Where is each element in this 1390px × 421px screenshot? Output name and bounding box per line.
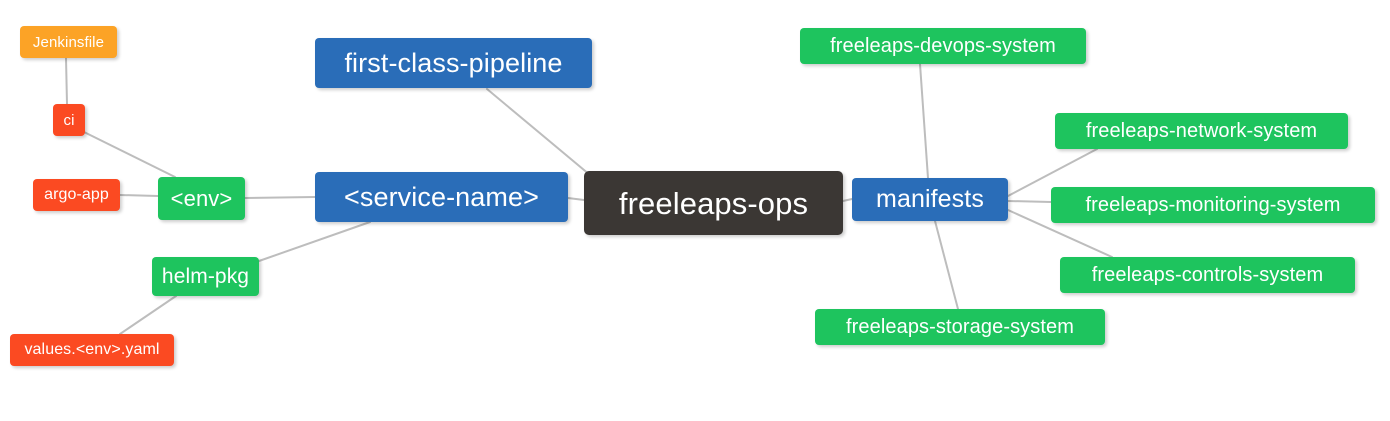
node-jenkinsfile[interactable]: Jenkinsfile	[20, 26, 117, 58]
edge-env-to-argo-app	[119, 194, 159, 197]
edge-freeleaps-ops-to-manifests	[842, 198, 853, 202]
node-values-env-yaml[interactable]: values.<env>.yaml	[10, 334, 174, 366]
node-label: freeleaps-controls-system	[1091, 264, 1324, 286]
edge-helm-pkg-to-values-env-yaml	[119, 295, 177, 335]
node-first-class-pipeline[interactable]: first-class-pipeline	[315, 38, 592, 88]
node-label: first-class-pipeline	[344, 47, 563, 78]
node-service-name[interactable]: <service-name>	[315, 172, 568, 222]
node-manifests[interactable]: manifests	[852, 178, 1008, 221]
node-label: freeleaps-storage-system	[845, 316, 1075, 338]
node-label: helm-pkg	[161, 265, 250, 288]
edge-manifests-to-freeleaps-monitoring-system	[1007, 200, 1052, 203]
edge-env-to-ci	[83, 131, 176, 178]
node-freeleaps-ops[interactable]: freeleaps-ops	[584, 171, 843, 235]
node-label: manifests	[876, 185, 984, 213]
node-label: argo-app	[44, 186, 109, 203]
node-argo-app[interactable]: argo-app	[33, 179, 120, 211]
edge-service-name-to-helm-pkg	[258, 221, 371, 262]
node-label: freeleaps-ops	[618, 185, 809, 221]
node-label: freeleaps-monitoring-system	[1085, 194, 1341, 216]
edge-freeleaps-ops-to-first-class-pipeline	[486, 88, 597, 181]
node-label: freeleaps-devops-system	[830, 35, 1056, 57]
edge-service-name-to-env	[244, 196, 316, 199]
node-label: freeleaps-network-system	[1085, 120, 1318, 142]
node-label: values.<env>.yaml	[24, 341, 160, 358]
node-freeleaps-monitoring-system[interactable]: freeleaps-monitoring-system	[1051, 187, 1375, 223]
node-freeleaps-controls-system[interactable]: freeleaps-controls-system	[1060, 257, 1355, 293]
node-freeleaps-storage-system[interactable]: freeleaps-storage-system	[815, 309, 1105, 345]
node-label: <service-name>	[344, 181, 539, 212]
node-freeleaps-network-system[interactable]: freeleaps-network-system	[1055, 113, 1348, 149]
node-freeleaps-devops-system[interactable]: freeleaps-devops-system	[800, 28, 1086, 64]
node-label: <env>	[170, 185, 233, 211]
edge-freeleaps-ops-to-service-name	[567, 197, 585, 201]
node-label: ci	[63, 111, 75, 129]
edge-manifests-to-freeleaps-devops-system	[919, 63, 929, 179]
node-ci[interactable]: ci	[53, 104, 85, 136]
node-helm-pkg[interactable]: helm-pkg	[152, 257, 259, 296]
node-label: Jenkinsfile	[32, 33, 105, 51]
node-env[interactable]: <env>	[158, 177, 245, 220]
edge-manifests-to-freeleaps-storage-system	[934, 220, 959, 310]
edge-ci-to-jenkinsfile	[65, 57, 68, 105]
